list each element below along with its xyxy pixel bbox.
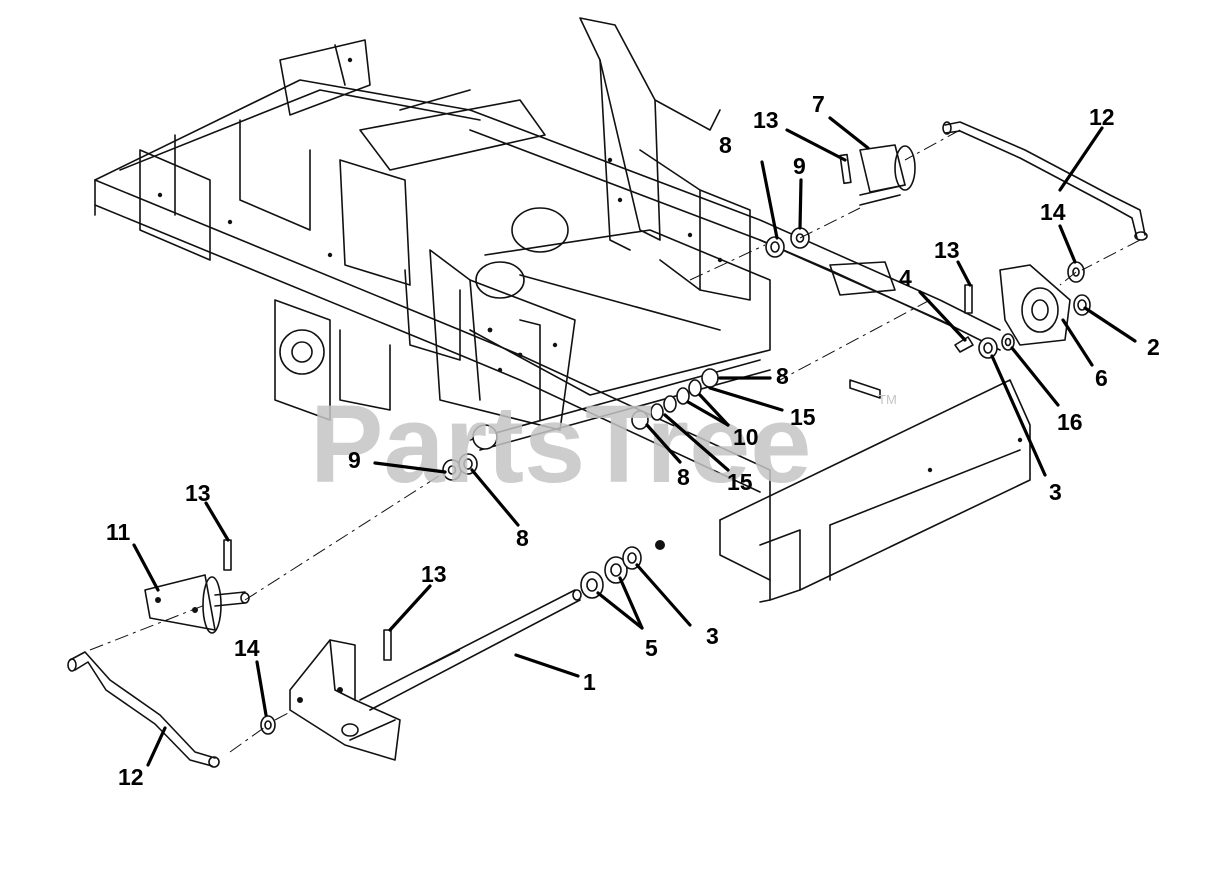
callout-1: 1 [583,669,596,695]
callout-13b: 13 [934,237,960,263]
callout-13d: 13 [421,561,447,587]
callout-labels: 1 2 3 3 4 5 6 7 8 8 8 8 9 9 10 11 12 12 … [106,91,1160,790]
callout-9b: 9 [793,153,806,179]
callout-12a: 12 [1089,104,1115,130]
callout-8d: 8 [516,525,529,551]
left-pivot-assembly [67,424,642,768]
callout-7: 7 [812,91,825,117]
callout-2: 2 [1147,334,1160,360]
callout-13a: 13 [753,107,779,133]
callout-14b: 14 [234,635,260,661]
callout-11: 11 [106,519,131,545]
callout-13c: 13 [185,480,211,506]
callout-3b: 3 [706,623,719,649]
callout-3a: 3 [1049,479,1062,505]
callout-10: 10 [733,424,759,450]
watermark: PartsTree TM [310,383,897,506]
frame-holes [157,57,1023,550]
callout-8b: 8 [776,363,789,389]
callout-9a: 9 [348,447,361,473]
callout-15a: 15 [790,404,816,430]
callout-16: 16 [1057,409,1083,435]
callout-5: 5 [645,635,658,661]
right-pivot-assembly [631,121,1148,430]
callout-8a: 8 [719,132,732,158]
callout-6: 6 [1095,365,1108,391]
alignment-lines [89,129,1141,753]
callout-leaders [132,116,1137,767]
callout-8c: 8 [677,464,690,490]
callout-12b: 12 [118,764,144,790]
watermark-trademark: TM [878,392,897,407]
callout-14a: 14 [1040,199,1066,225]
main-frame [94,17,1031,603]
callout-15b: 15 [727,469,753,495]
watermark-text: PartsTree [310,383,811,506]
callout-4: 4 [899,265,912,291]
